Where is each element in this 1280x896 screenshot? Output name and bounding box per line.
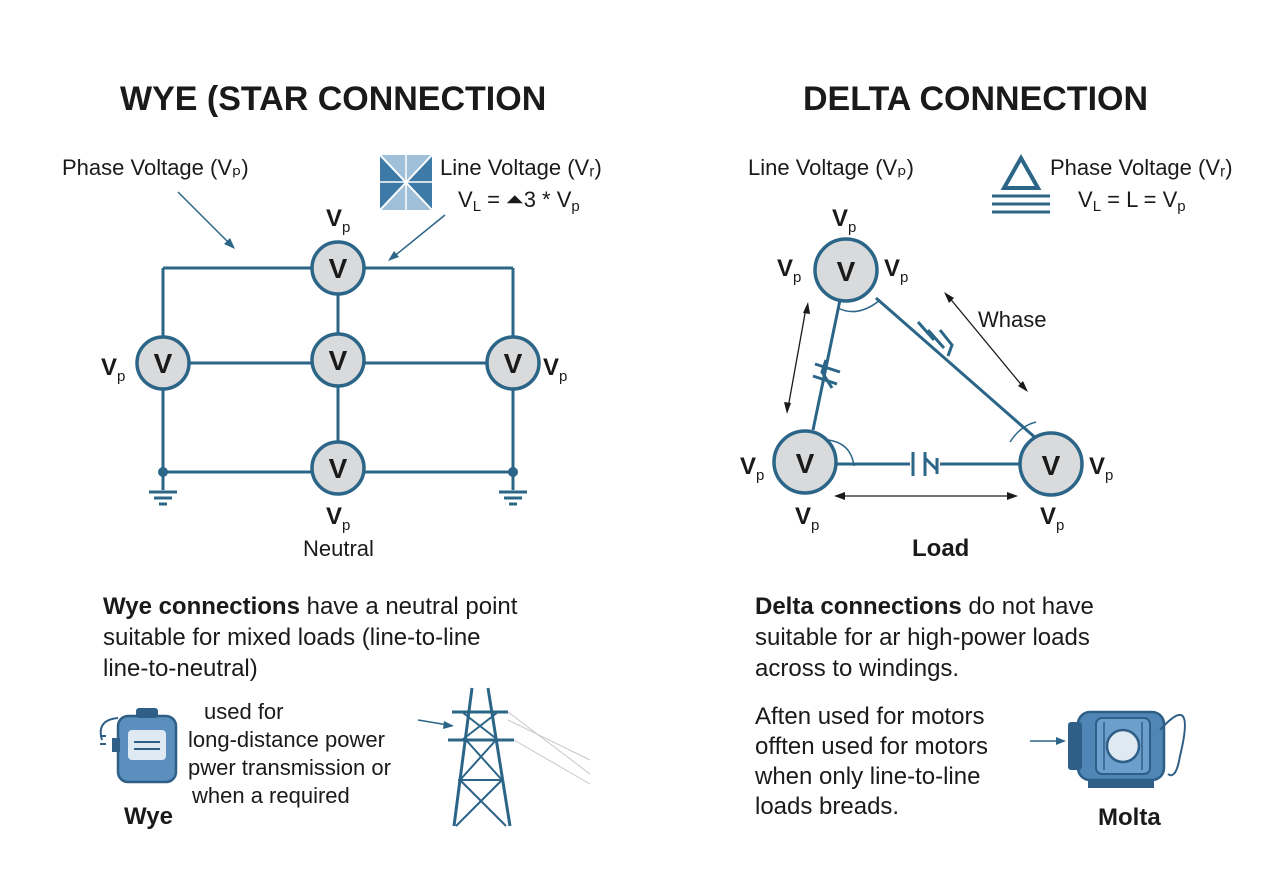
wye-node-bottom: V bbox=[310, 440, 366, 496]
delta-winding-bottom-icon bbox=[911, 452, 939, 476]
wye-vp-top: Vp bbox=[326, 205, 350, 236]
wye-node-center: V bbox=[310, 332, 366, 388]
delta-whase-label: Whase bbox=[978, 307, 1046, 332]
wye-usage-line: pwer transmission or bbox=[188, 755, 391, 780]
wye-description-line2: suitable for mixed loads (line-to-line bbox=[103, 624, 481, 651]
svg-text:V: V bbox=[329, 453, 348, 484]
wye-node-left: V bbox=[135, 335, 191, 391]
delta-description-rest: do not have bbox=[961, 593, 1094, 620]
wye-transformer-icon bbox=[99, 708, 178, 784]
wye-vp-left: Vp bbox=[101, 354, 125, 385]
wye-ground-left-icon bbox=[149, 472, 177, 506]
wye-label-arrows bbox=[177, 191, 446, 261]
delta-description: Delta connections do not have suitable f… bbox=[755, 591, 1094, 684]
delta-usage-line: offten used for motors bbox=[755, 733, 989, 760]
delta-usage-line: loads breads. bbox=[755, 793, 900, 820]
motor-pointer-arrow bbox=[1030, 737, 1066, 745]
motor-icon-caption: Molta bbox=[1098, 804, 1161, 831]
svg-text:V: V bbox=[796, 448, 815, 479]
delta-description-bold: Delta connections bbox=[755, 593, 962, 620]
delta-vp-top-right: Vp bbox=[884, 255, 908, 286]
wye-node-right: V bbox=[485, 335, 541, 391]
delta-vp-top-left: Vp bbox=[777, 255, 801, 286]
wye-line-voltage-label: Line Voltage (Vᵣ) bbox=[440, 155, 602, 180]
delta-node-right: V bbox=[1018, 431, 1084, 497]
delta-node-top: V bbox=[813, 237, 879, 303]
delta-winding-left-icon bbox=[812, 359, 841, 389]
line-voltage-icon bbox=[379, 154, 433, 211]
delta-description-line3: across to windings. bbox=[755, 655, 960, 682]
delta-description-line2: suitable for ar high-power loads bbox=[755, 624, 1090, 651]
delta-title: DELTA CONNECTION bbox=[803, 80, 1148, 118]
svg-text:V: V bbox=[1042, 450, 1061, 481]
wye-vp-bottom: Vp bbox=[326, 503, 350, 534]
delta-phase-voltage-label: Phase Voltage (Vᵣ) bbox=[1050, 155, 1233, 180]
wye-formula: VL = ⏶3 * Vp bbox=[458, 187, 580, 215]
wye-usage-line: used for bbox=[204, 699, 284, 724]
svg-text:V: V bbox=[837, 256, 856, 287]
delta-vp-right: Vp bbox=[1089, 453, 1113, 484]
svg-text:V: V bbox=[329, 253, 348, 284]
wye-phase-voltage-label: Phase Voltage (Vₚ) bbox=[62, 155, 249, 180]
wye-usage-line: long-distance power bbox=[188, 727, 385, 752]
wye-neutral-label: Neutral bbox=[303, 536, 374, 561]
delta-line-voltage-label: Line Voltage (Vₚ) bbox=[748, 155, 914, 180]
delta-vp-top: Vp bbox=[832, 205, 856, 236]
wye-description-bold: Wye connections bbox=[103, 593, 300, 620]
svg-text:V: V bbox=[504, 348, 523, 379]
delta-vp-left: Vp bbox=[740, 453, 764, 484]
delta-winding-right-icon bbox=[916, 321, 954, 357]
delta-usage-note: Aften used for motors offten used for mo… bbox=[755, 702, 988, 822]
wye-title: WYE (STAR CONNECTION bbox=[120, 80, 546, 118]
wye-node-top: V bbox=[310, 240, 366, 296]
wye-description: Wye connections have a neutral point sui… bbox=[103, 591, 517, 684]
svg-text:V: V bbox=[329, 345, 348, 376]
wye-usage-line: when a required bbox=[192, 783, 350, 808]
wye-icon-caption: Wye bbox=[124, 803, 173, 830]
delta-symbol-icon bbox=[992, 153, 1050, 214]
motor-icon bbox=[1068, 710, 1186, 788]
delta-formula: VL = L = Vp bbox=[1078, 187, 1186, 215]
wye-usage-note: used for long-distance power pwer transm… bbox=[188, 698, 391, 810]
wye-description-rest: have a neutral point bbox=[299, 593, 518, 620]
transmission-tower-icon bbox=[448, 687, 591, 827]
delta-wiring bbox=[811, 296, 1039, 466]
svg-text:V: V bbox=[154, 348, 173, 379]
tower-pointer-arrow bbox=[417, 719, 454, 729]
delta-usage-line: when only line-to-line bbox=[755, 763, 981, 790]
delta-vp-bottom-left: Vp bbox=[795, 503, 819, 534]
delta-load-label: Load bbox=[912, 535, 969, 562]
wye-ground-right-icon bbox=[499, 472, 527, 506]
delta-node-left: V bbox=[772, 429, 838, 495]
delta-vp-bottom-right: Vp bbox=[1040, 503, 1064, 534]
wye-description-line3: line-to-neutral) bbox=[103, 655, 258, 682]
wye-vp-right: Vp bbox=[543, 354, 567, 385]
delta-dimension-arrows bbox=[784, 292, 1028, 500]
delta-usage-line: Aften used for motors bbox=[755, 703, 985, 730]
